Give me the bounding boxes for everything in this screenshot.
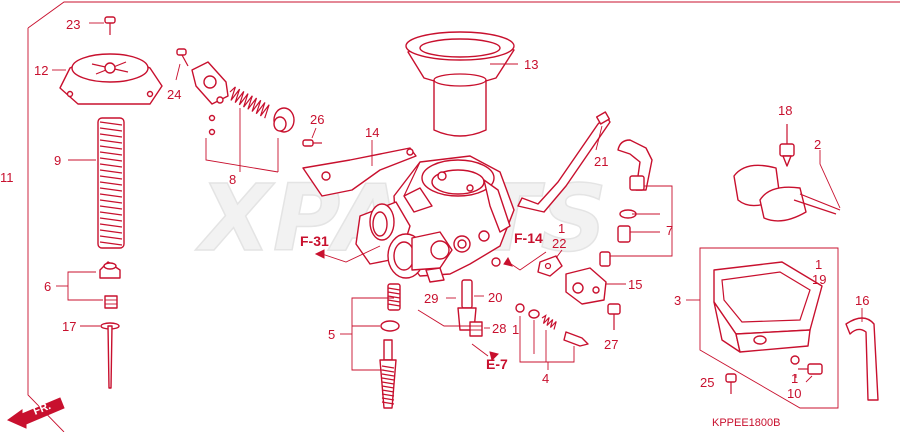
callout-23: 23 bbox=[66, 17, 80, 32]
callout-1-drain: 1 bbox=[791, 371, 798, 386]
callout-8: 8 bbox=[229, 172, 236, 187]
callout-17: 17 bbox=[62, 319, 76, 334]
part-7-fuel-tube bbox=[599, 139, 653, 267]
part-23-screw bbox=[104, 16, 116, 35]
part-15-air-valve bbox=[565, 267, 607, 305]
part-12-top-cap bbox=[59, 53, 163, 105]
part-25-screw bbox=[725, 373, 737, 394]
part-8-plate bbox=[191, 61, 229, 136]
part-21-tube bbox=[517, 111, 611, 213]
ref-arrow-f14 bbox=[503, 257, 513, 267]
part-5-main-jet bbox=[379, 283, 401, 409]
part-17-jet-needle bbox=[100, 322, 120, 389]
callout-2: 2 bbox=[814, 137, 821, 152]
part-13-diaphragm bbox=[405, 31, 515, 137]
part-16-drain-tube bbox=[845, 317, 879, 401]
part-4-pilot-screw bbox=[515, 303, 589, 347]
callout-24: 24 bbox=[167, 87, 181, 102]
part-28-slow-jet bbox=[469, 321, 483, 337]
front-direction-marker: FR. bbox=[6, 397, 65, 429]
callout-5: 5 bbox=[328, 327, 335, 342]
callout-20: 20 bbox=[488, 290, 502, 305]
part-24-screw bbox=[176, 48, 189, 67]
diagram-code: KPPEE1800B bbox=[712, 417, 781, 429]
callout-29: 29 bbox=[424, 291, 438, 306]
callout-26: 26 bbox=[310, 112, 324, 127]
callout-10: 10 bbox=[787, 386, 801, 401]
callout-3: 3 bbox=[674, 293, 681, 308]
callout-19: 19 bbox=[812, 272, 826, 287]
assembly-frame-top bbox=[27, 1, 900, 29]
callout-12: 12 bbox=[34, 63, 48, 78]
callout-28: 28 bbox=[492, 321, 506, 336]
ref-f14: F-14 bbox=[514, 230, 543, 246]
part-6-jet-holder bbox=[99, 261, 121, 309]
part-3-float-chamber bbox=[699, 247, 839, 409]
part-8-spring bbox=[229, 86, 270, 119]
callout-15: 15 bbox=[628, 277, 642, 292]
callout-13: 13 bbox=[524, 57, 538, 72]
part-27-screw bbox=[607, 303, 621, 330]
callout-25: 25 bbox=[700, 375, 714, 390]
callout-1-upper: 1 bbox=[558, 221, 565, 236]
callout-9: 9 bbox=[54, 153, 61, 168]
ref-arrow-f31 bbox=[314, 249, 325, 259]
callout-7: 7 bbox=[666, 223, 673, 238]
callout-14: 14 bbox=[365, 125, 379, 140]
callout-11: 11 bbox=[0, 170, 14, 185]
callout-22: 22 bbox=[552, 236, 566, 251]
part-14-cable-bracket bbox=[302, 147, 417, 197]
callout-6: 6 bbox=[44, 279, 51, 294]
callout-21: 21 bbox=[594, 154, 608, 169]
carburetor-body bbox=[355, 155, 515, 283]
ref-arrow-e7 bbox=[489, 351, 499, 361]
part-26-screw bbox=[302, 139, 322, 147]
callout-1-chamber: 1 bbox=[815, 257, 822, 272]
callout-1-mid: 1 bbox=[512, 322, 519, 337]
part-2-float bbox=[733, 164, 841, 222]
callout-18: 18 bbox=[778, 103, 792, 118]
part-18-float-valve bbox=[779, 124, 795, 167]
callout-16: 16 bbox=[855, 293, 869, 308]
part-8-diaphragm bbox=[273, 107, 295, 133]
part-9-spring bbox=[97, 117, 125, 249]
part-10-drain-screw bbox=[790, 355, 823, 375]
ref-e7: E-7 bbox=[486, 356, 508, 372]
part-22-gasket bbox=[537, 255, 563, 277]
ref-f31: F-31 bbox=[300, 233, 329, 249]
assembly-frame-left bbox=[27, 28, 65, 432]
callout-27: 27 bbox=[604, 337, 618, 352]
callout-4: 4 bbox=[542, 371, 549, 386]
